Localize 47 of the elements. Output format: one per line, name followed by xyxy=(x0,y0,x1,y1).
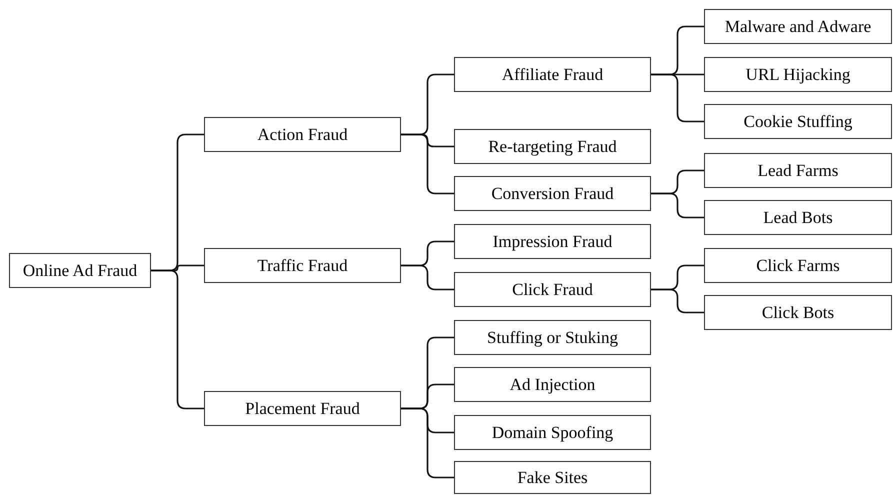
node-label: URL Hijacking xyxy=(746,64,850,86)
category-box xyxy=(454,461,651,494)
tree-connector xyxy=(401,408,454,478)
node-label: Lead Farms xyxy=(758,160,838,182)
category-box xyxy=(454,57,651,92)
category-box xyxy=(9,253,151,288)
category-box xyxy=(704,9,892,44)
category-box xyxy=(704,200,892,235)
category-box xyxy=(704,248,892,283)
tree-connector xyxy=(151,270,204,410)
category-box xyxy=(204,117,401,152)
node-label: Click Fraud xyxy=(512,278,593,300)
category-box xyxy=(204,248,401,283)
node-label: Ad Injection xyxy=(510,374,596,396)
node-label: Re-targeting Fraud xyxy=(488,136,617,158)
node-label: Affiliate Fraud xyxy=(502,64,604,86)
category-box xyxy=(454,320,651,355)
node-label: Lead Bots xyxy=(763,206,833,228)
node-label: Domain Spoofing xyxy=(492,422,614,444)
node-label: Cookie Stuffing xyxy=(744,110,852,132)
category-box xyxy=(704,153,892,188)
category-box xyxy=(454,129,651,164)
category-box xyxy=(704,57,892,92)
node-label: Stuffing or Stuking xyxy=(487,326,618,348)
category-box xyxy=(704,104,892,139)
node-label: Traffic Fraud xyxy=(257,254,348,276)
tree-connector xyxy=(401,264,454,290)
category-box xyxy=(454,224,651,259)
category-box xyxy=(454,367,651,402)
node-label: Click Bots xyxy=(762,302,834,324)
category-box xyxy=(454,415,651,450)
tree-connector xyxy=(651,288,704,314)
category-box xyxy=(454,272,651,307)
node-label: Click Farms xyxy=(756,254,840,276)
node-label: Fake Sites xyxy=(517,466,588,488)
node-label: Action Fraud xyxy=(257,124,348,146)
node-label: Impression Fraud xyxy=(492,230,612,252)
category-box xyxy=(204,391,401,426)
category-box xyxy=(704,295,892,330)
category-box xyxy=(454,176,651,211)
tree-connector xyxy=(651,192,704,218)
node-label: Malware and Adware xyxy=(724,16,872,38)
tree-connector xyxy=(401,134,454,194)
tree-connector xyxy=(651,74,704,122)
node-label: Conversion Fraud xyxy=(491,182,614,204)
node-label: Placement Fraud xyxy=(245,398,360,420)
node-label: Online Ad Fraud xyxy=(22,260,138,282)
